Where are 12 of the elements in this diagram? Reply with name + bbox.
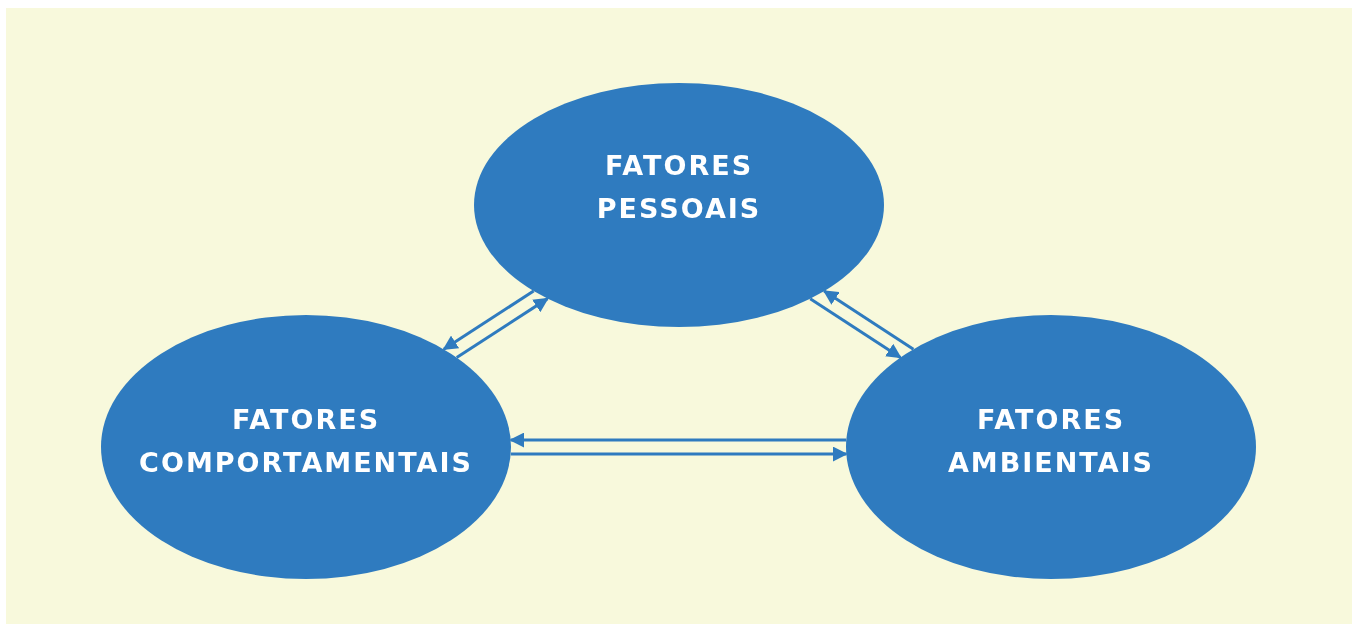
ellipse-node bbox=[101, 315, 511, 579]
node-label: FATORES COMPORTAMENTAIS bbox=[139, 402, 473, 480]
node-label: FATORES PESSOAIS bbox=[596, 148, 762, 226]
ellipse-node bbox=[474, 83, 884, 327]
arrow bbox=[442, 289, 535, 351]
arrow bbox=[455, 297, 549, 359]
arrow bbox=[809, 297, 902, 359]
arrow bbox=[509, 432, 847, 448]
arrow bbox=[510, 446, 848, 462]
node-label: FATORES AMBIENTAIS bbox=[947, 402, 1155, 480]
arrow bbox=[822, 289, 915, 351]
ellipse-node bbox=[846, 315, 1256, 579]
